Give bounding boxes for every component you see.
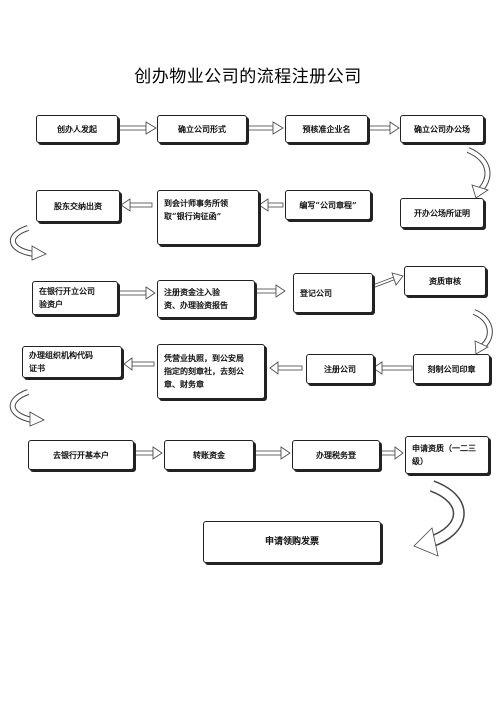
step-office-certificate: 开办公场所证明 (400, 198, 484, 228)
step-shareholder-capital: 股东交纳出资 (36, 190, 120, 222)
arrow-left-icon (123, 357, 155, 371)
step-name-preapproval: 预核准企业名 (285, 115, 368, 143)
arrow-right-icon (255, 284, 286, 298)
step-qualification-review: 资质审核 (404, 266, 486, 296)
step-tax-registration: 办理税务登 (292, 440, 380, 470)
arrow-right-icon (134, 446, 163, 460)
step-office-location: 确立公司办公场 (400, 115, 484, 143)
arrow-right-icon (367, 121, 400, 135)
curved-arrow-icon (466, 147, 491, 199)
curved-arrow-icon (9, 225, 47, 261)
step-bank-inquiry-letter: 到会计师事务所领 取“银行询征函” (157, 190, 259, 245)
step-articles-of-association: 编写“公司章程” (285, 190, 371, 220)
arrow-left-icon (372, 361, 413, 375)
step-apply-invoices: 申请领购发票 (203, 521, 381, 563)
step-company-form: 确立公司形式 (157, 115, 247, 143)
step-apply-qualification-level: 申请资质（一二三 级） (405, 436, 489, 474)
curved-arrow-icon (9, 389, 45, 427)
step-bank-verification-account: 在银行开立公司 验资户 (32, 281, 118, 315)
curved-arrow-icon (472, 309, 493, 355)
step-register-company: 注册公司 (306, 354, 374, 384)
arrow-right-icon (246, 121, 284, 135)
step-company-seal: 刻制公司印章 (413, 354, 490, 384)
arrow-left-icon (258, 198, 284, 212)
arrow-right-icon (380, 446, 404, 460)
page-title: 创办物业公司的流程注册公司 (134, 67, 362, 87)
step-basic-bank-account: 去银行开基本户 (28, 440, 134, 470)
arrow-up-right-icon (373, 272, 404, 288)
step-founder-initiates: 创办人发起 (36, 115, 118, 143)
step-organization-code: 办理组织机构代码 证书 (22, 346, 122, 378)
step-seal-engraving: 凭营业执照，到公安局 指定的刻章社，去刻公 章、财务章 (157, 344, 265, 399)
step-capital-verification-report: 注册资金注入验 资、办理验资报告 (157, 280, 255, 318)
arrow-right-icon (117, 286, 156, 300)
arrow-left-icon (269, 361, 303, 375)
arrow-left-icon (120, 198, 153, 212)
step-company-registration-record: 登记公司 (293, 273, 373, 313)
arrow-right-icon (117, 121, 157, 135)
step-transfer-funds: 转账资金 (164, 440, 254, 470)
arrow-right-icon (254, 446, 291, 460)
curved-arrow-icon (413, 480, 465, 557)
